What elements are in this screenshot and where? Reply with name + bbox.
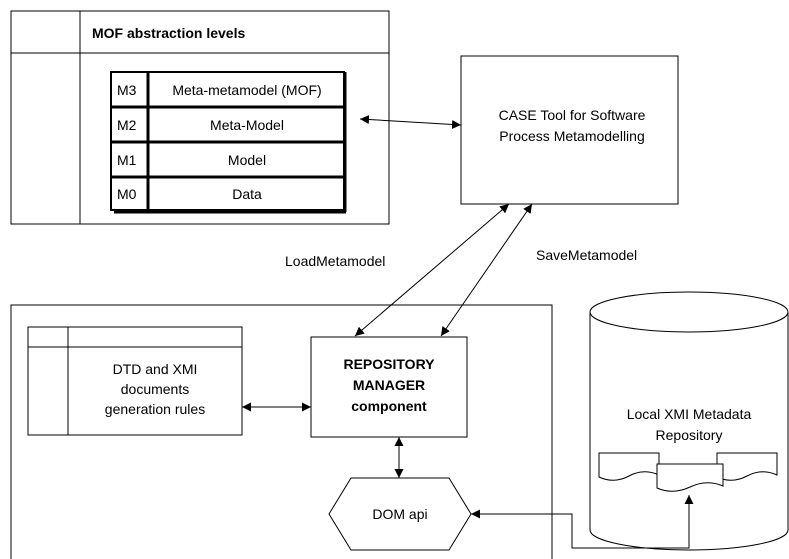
repo-manager-label: component <box>351 398 427 414</box>
level-code: M3 <box>117 82 137 98</box>
metadata-repository-cylinder: Local XMI Metadata Repository <box>589 291 789 551</box>
load-metamodel-label: LoadMetamodel <box>285 253 385 269</box>
repository-dom-arrow <box>471 495 694 549</box>
level-code: M2 <box>117 117 137 133</box>
document-icons <box>598 452 778 492</box>
rules-label: generation rules <box>105 401 205 417</box>
level-name: Meta-metamodel (MOF) <box>172 82 321 98</box>
generation-rules-box: DTD and XMI documents generation rules <box>27 326 243 436</box>
repository-label: Local XMI Metadata <box>627 406 752 422</box>
level-name: Data <box>232 186 262 202</box>
save-metamodel-arrow <box>440 203 533 337</box>
mof-case-arrow <box>359 115 462 129</box>
case-tool-label: Process Metamodelling <box>499 128 645 144</box>
repo-manager-label: MANAGER <box>353 377 425 393</box>
repo-manager-label: REPOSITORY <box>343 356 435 372</box>
mof-levels-table: M3 Meta-metamodel (MOF) M2 Meta-Model M1… <box>110 71 347 214</box>
repository-manager-box: REPOSITORY MANAGER component <box>310 336 468 438</box>
level-name: Meta-Model <box>210 117 284 133</box>
rules-label: DTD and XMI <box>113 361 198 377</box>
level-code: M1 <box>117 152 137 168</box>
level-name: Model <box>228 152 266 168</box>
dom-api-label: DOM api <box>372 506 427 522</box>
mof-panel-title: MOF abstraction levels <box>92 25 245 41</box>
repository-label: Repository <box>656 427 723 443</box>
dom-api-hexagon: DOM api <box>328 477 472 551</box>
mof-panel: MOF abstraction levels M3 Meta-metamodel… <box>10 10 390 225</box>
case-tool-box: CASE Tool for Software Process Metamodel… <box>460 55 679 205</box>
case-tool-label: CASE Tool for Software <box>499 107 646 123</box>
rules-label: documents <box>121 381 189 397</box>
repository-container <box>10 304 553 559</box>
save-metamodel-label: SaveMetamodel <box>536 247 637 263</box>
level-code: M0 <box>117 186 137 202</box>
